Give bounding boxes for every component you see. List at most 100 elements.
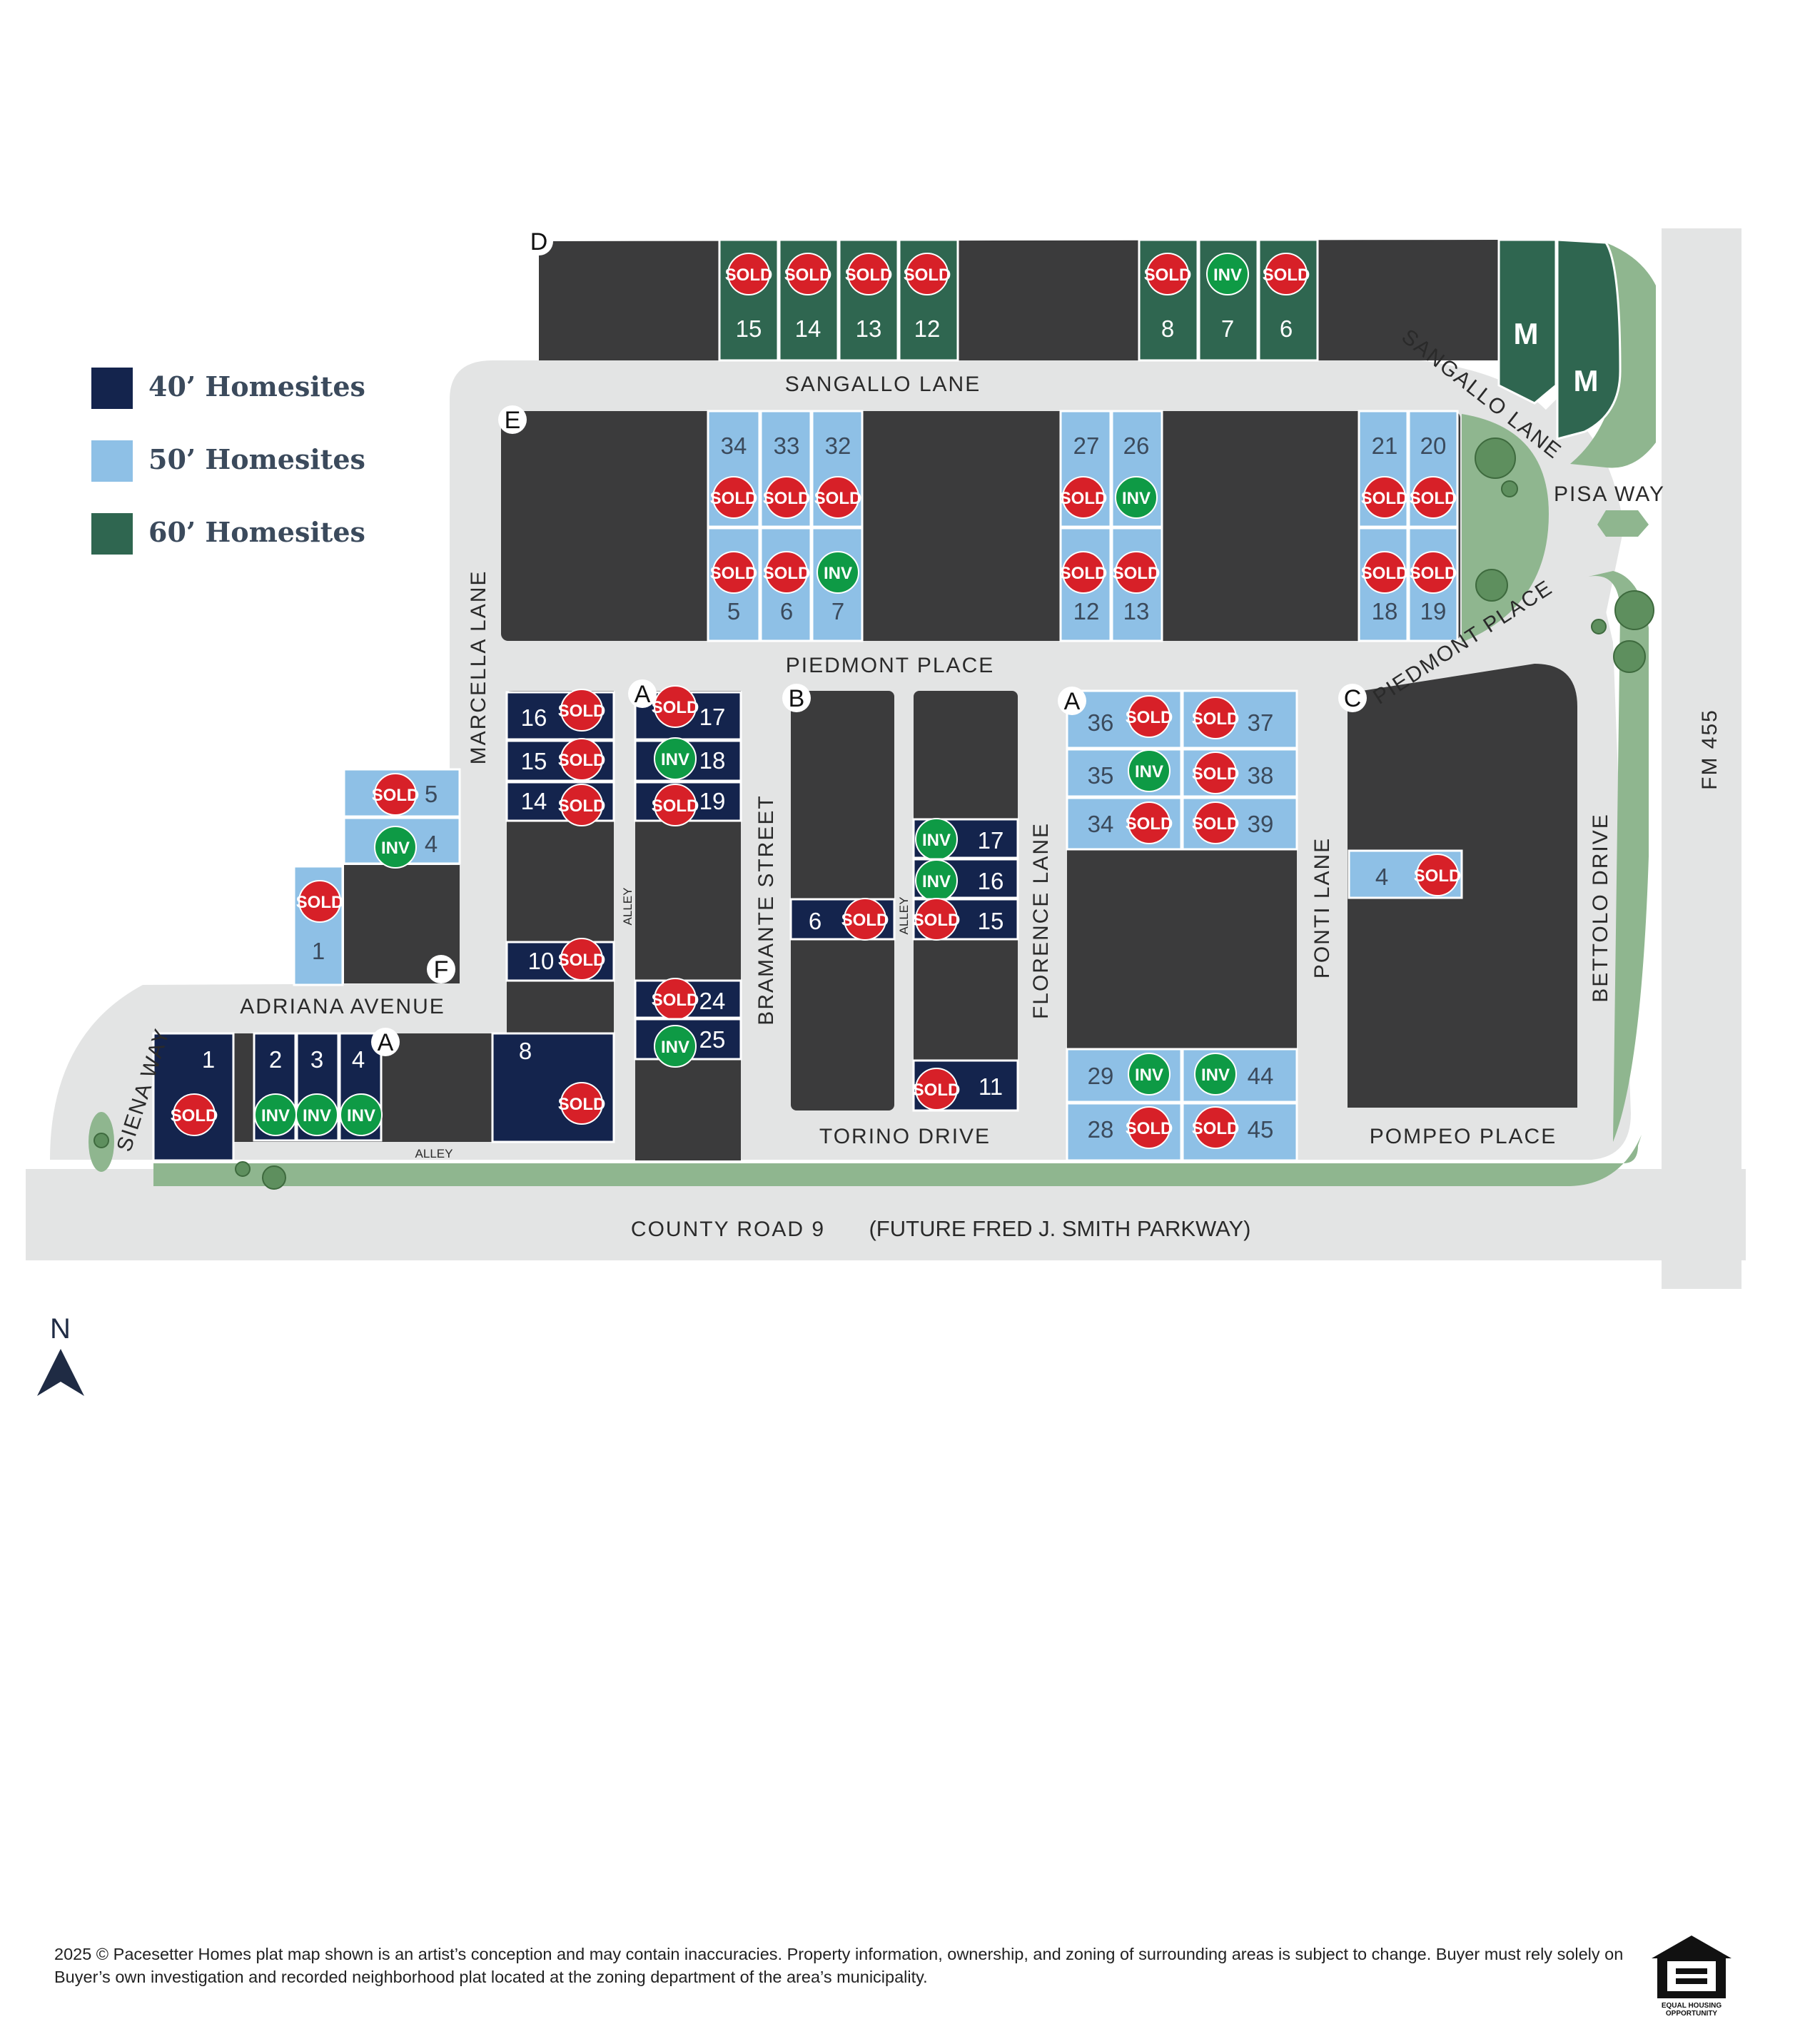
lot-shape[interactable] (778, 238, 839, 362)
sold-badge (1128, 801, 1171, 844)
block-letter-circle (628, 679, 657, 708)
sold-badge (560, 1082, 603, 1125)
status-badge-label: SOLD (1126, 708, 1173, 727)
status-badge-label: SOLD (652, 796, 699, 816)
lot-number: 37 (1248, 709, 1274, 736)
status-badge-label: SOLD (913, 911, 961, 930)
status-badge-label: SOLD (784, 265, 832, 285)
sold-badge (1194, 1106, 1237, 1149)
lot-shape[interactable] (1258, 238, 1319, 362)
legend-swatch (91, 513, 133, 555)
street-label-marcella-lane: MARCELLA LANE (467, 570, 490, 765)
lot-number: 16 (978, 868, 1004, 894)
pisa-way-median (1597, 510, 1649, 537)
inventory-badge (340, 1093, 383, 1136)
lot-number: 34 (721, 432, 747, 459)
lot-number: 13 (1123, 598, 1150, 624)
status-badge-label: INV (1201, 1066, 1230, 1085)
block-letter-marker: D (525, 227, 553, 255)
street-label-sangallo-lane: SANGALLO LANE (785, 373, 981, 396)
model-home-lot[interactable] (1556, 238, 1622, 440)
lot-number: 20 (1420, 432, 1447, 459)
lot-number: 34 (1088, 811, 1114, 837)
lot-number: 2 (269, 1046, 282, 1073)
lot-number: 45 (1248, 1116, 1274, 1143)
sold-badge (1412, 476, 1455, 519)
status-badge-label: SOLD (814, 489, 862, 508)
status-badge-label: SOLD (1144, 265, 1192, 285)
model-home-lot[interactable] (1497, 238, 1557, 405)
lot-number: 6 (780, 598, 793, 624)
status-badge-label: SOLD (725, 265, 773, 285)
status-badge-label: INV (1213, 265, 1242, 285)
status-badge-label: INV (303, 1106, 331, 1125)
lot-number: 39 (1248, 811, 1274, 837)
sold-badge (374, 773, 417, 816)
inventory-badge (654, 737, 697, 780)
sold-badge (560, 784, 603, 826)
block-letter-marker: E (498, 405, 527, 434)
status-badge-label: INV (1122, 489, 1151, 508)
status-badge-label: SOLD (1126, 1119, 1173, 1138)
lot-number: 24 (699, 988, 726, 1014)
tree-icon (1475, 437, 1516, 479)
sold-badge (1412, 551, 1455, 594)
sold-badge (560, 738, 603, 781)
